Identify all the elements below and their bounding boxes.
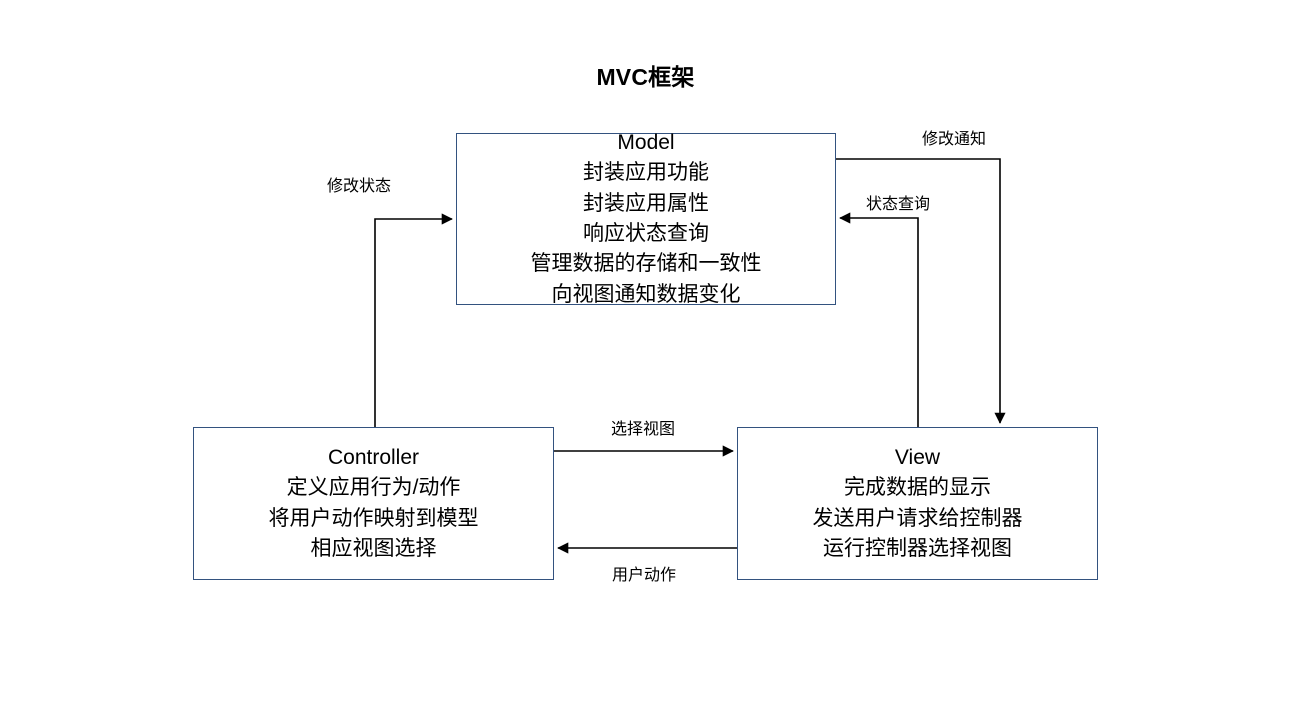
- edge-label-user-action: 用户动作: [611, 567, 677, 584]
- node-view-line-1: 完成数据的显示: [844, 476, 991, 500]
- edge-state-query: [839, 212, 919, 427]
- node-model-line-1: 封装应用功能: [583, 161, 709, 185]
- edge-change-state: [374, 213, 453, 427]
- node-controller-title: Controller: [327, 445, 420, 469]
- diagram-title: MVC框架: [596, 64, 695, 90]
- node-controller-line-3: 相应视图选择: [310, 536, 437, 560]
- node-controller-line-1: 定义应用行为/动作: [286, 476, 461, 500]
- edge-label-select-view: 选择视图: [610, 421, 676, 438]
- node-model-line-2: 封装应用属性: [583, 191, 709, 215]
- edge-label-change-state: 修改状态: [326, 178, 392, 195]
- node-model-line-3: 响应状态查询: [583, 222, 709, 245]
- node-model[interactable]: Model 封装应用功能 封装应用属性 响应状态查询 管理数据的存储和一致性 向…: [456, 131, 836, 306]
- node-controller[interactable]: Controller 定义应用行为/动作 将用户动作映射到模型 相应视图选择: [193, 427, 554, 580]
- edge-label-state-query: 状态查询: [865, 196, 931, 213]
- node-model-title: Model: [617, 130, 675, 154]
- node-view-title: View: [894, 445, 941, 469]
- node-controller-line-2: 将用户动作映射到模型: [268, 506, 479, 530]
- node-model-line-5: 向视图通知数据变化: [551, 282, 741, 306]
- node-view-line-2: 发送用户请求给控制器: [812, 506, 1023, 530]
- node-view-line-3: 运行控制器选择视图: [823, 536, 1012, 560]
- node-view[interactable]: View 完成数据的显示 发送用户请求给控制器 运行控制器选择视图: [737, 427, 1098, 580]
- node-model-line-4: 管理数据的存储和一致性: [530, 252, 762, 276]
- edge-label-change-notify: 修改通知: [921, 131, 987, 148]
